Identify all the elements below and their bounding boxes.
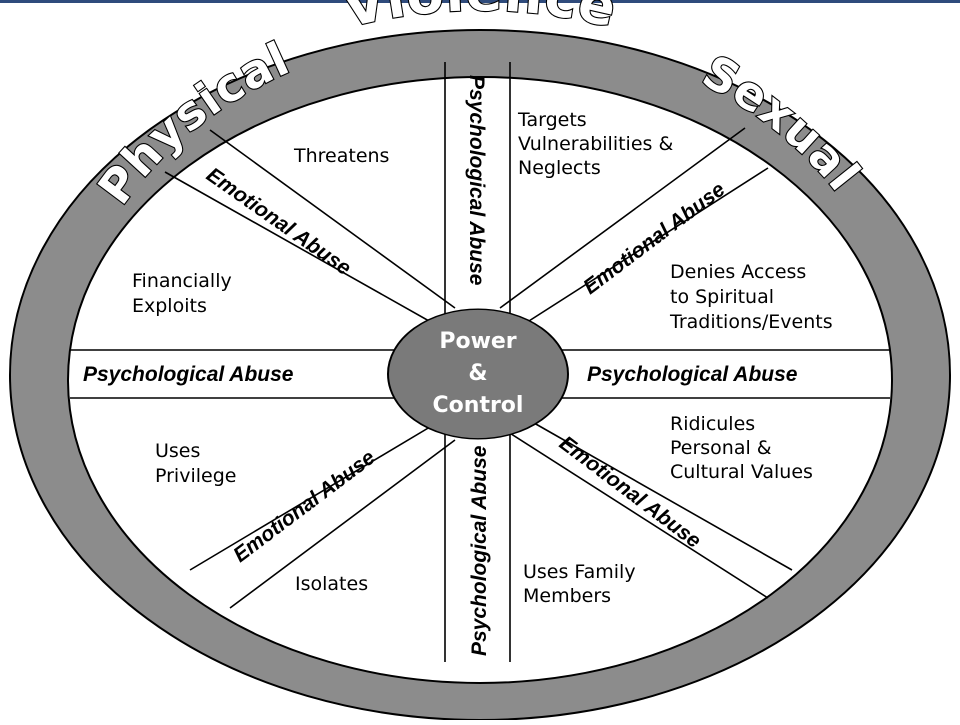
tactic-uses-privilege: Uses Privilege [155,440,236,487]
spoke-psych-top: Psychological Abuse [465,75,488,286]
spoke-psych-right: Psychological Abuse [587,363,798,386]
hub-ampersand: & [468,361,487,386]
hub-control: Control [433,393,524,418]
spoke-psych-left: Psychological Abuse [83,363,294,386]
tactic-financially-exploits: Financially Exploits [132,270,238,317]
tactic-ridicules: Ridicules Personal & Cultural Values [670,413,813,483]
top-accent-bar [0,0,960,3]
hub-circle [387,308,569,440]
hub-power: Power [439,329,516,354]
tactic-targets-vulnerabilities: Targets Vulnerabilities & Neglects [517,109,679,179]
tactic-uses-family: Uses Family Members [523,561,642,607]
spoke-psych-bottom: Psychological Abuse [468,445,491,656]
tactic-threatens: Threatens [293,145,389,167]
tactic-denies-access: Denies Access to Spiritual Traditions/Ev… [669,261,833,333]
tactic-isolates: Isolates [295,573,368,595]
